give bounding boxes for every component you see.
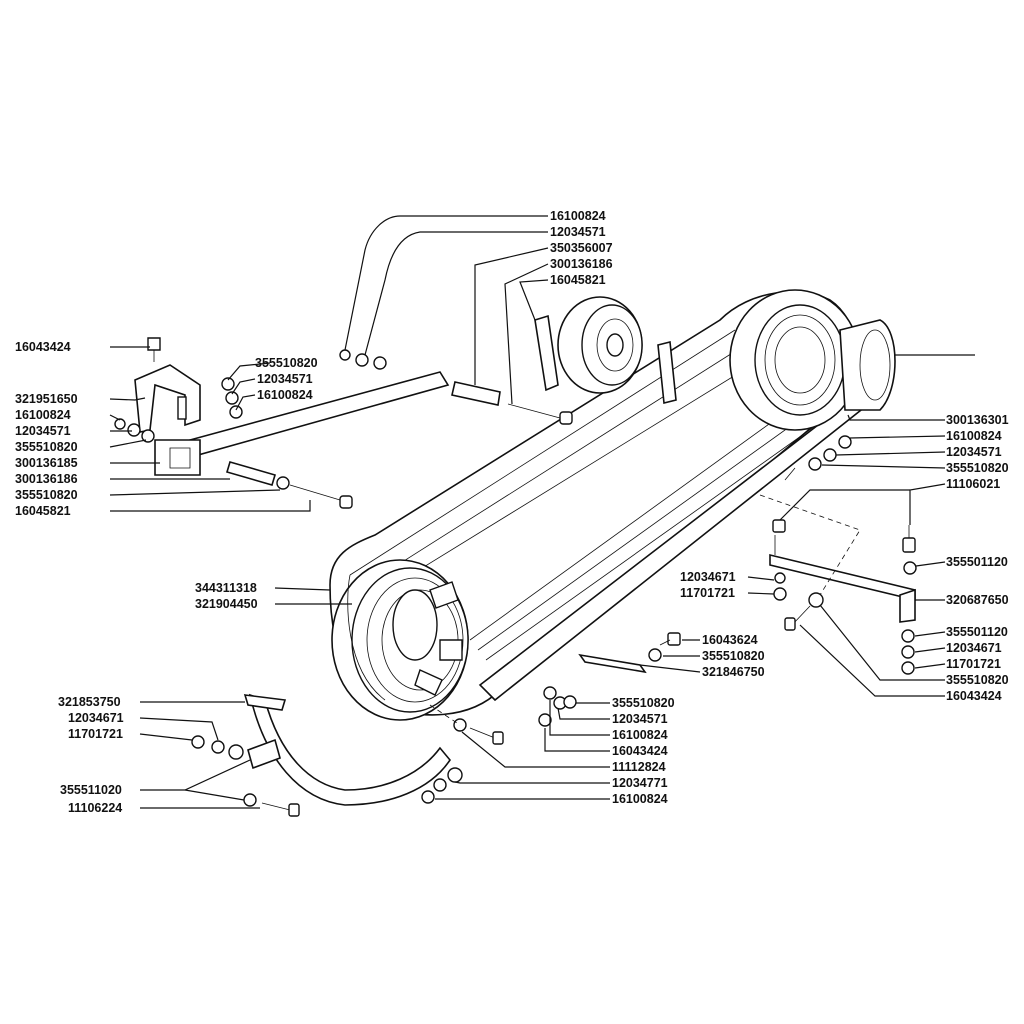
label-belt-0: 344311318 [195, 581, 257, 595]
label-bl-2: 11701721 [68, 727, 123, 741]
top-idler-assembly [114, 296, 677, 509]
label-bl-0: 321853750 [58, 695, 121, 709]
labels-belt: 344311318 321904450 [195, 581, 258, 611]
flat-link-right [657, 341, 677, 404]
label-bc-2: 321846750 [702, 665, 765, 679]
sleeve-300136186-left [226, 461, 276, 486]
bracket-321846750 [578, 653, 647, 674]
label-left-11: 16045821 [15, 504, 71, 518]
sleeve-300136186-top [451, 381, 501, 406]
label-right-8: 320687650 [946, 593, 1009, 607]
label-bc-1: 355510820 [702, 649, 765, 663]
label-top-3: 300136186 [550, 257, 613, 271]
label-left-7: 355510820 [15, 440, 78, 454]
curved-guard-321853750 [248, 693, 451, 806]
label-bc-5: 16100824 [612, 728, 668, 742]
label-bc-8: 12034771 [612, 776, 668, 790]
flat-link-left [534, 314, 559, 392]
label-bc-9: 16100824 [612, 792, 668, 806]
label-right-12: 355510820 [946, 673, 1009, 687]
label-bc-0: 16043624 [702, 633, 758, 647]
label-left-8: 300136185 [15, 456, 78, 470]
label-bc-7: 11112824 [612, 760, 666, 774]
label-left-3: 16100824 [257, 388, 313, 402]
label-right-5: 355501120 [946, 555, 1008, 569]
label-right-2: 12034571 [946, 445, 1002, 459]
label-bc-4: 12034571 [612, 712, 668, 726]
label-left-9: 300136186 [15, 472, 78, 486]
label-bl-3: 355511020 [60, 783, 122, 797]
label-bc-3: 355510820 [612, 696, 675, 710]
label-top-4: 16045821 [550, 273, 606, 287]
label-top-0: 16100824 [550, 209, 606, 223]
labels-top: 16100824 12034571 350356007 300136186 16… [550, 209, 613, 287]
label-right-1: 16100824 [946, 429, 1002, 443]
label-left-10: 355510820 [15, 488, 78, 502]
label-left-2: 12034571 [257, 372, 313, 386]
labels-right: 300136301 16100824 12034571 355510820 11… [680, 413, 1009, 703]
label-bl-1: 12034671 [68, 711, 124, 725]
label-top-1: 12034571 [550, 225, 606, 239]
label-left-1: 355510820 [255, 356, 318, 370]
label-right-7: 11701721 [680, 586, 735, 600]
label-belt-1: 321904450 [195, 597, 258, 611]
label-top-2: 350356007 [550, 241, 613, 255]
label-left-4: 321951650 [15, 392, 78, 406]
bolt-16043424-top [147, 337, 161, 351]
label-right-3: 355510820 [946, 461, 1009, 475]
belt-assembly [329, 289, 896, 721]
label-bl-4: 11106224 [68, 801, 122, 815]
labels-bottom-center: 16043624 355510820 321846750 355510820 1… [612, 633, 765, 806]
label-right-10: 12034671 [946, 641, 1002, 655]
label-right-13: 16043424 [946, 689, 1002, 703]
support-bar-320687650 [769, 553, 916, 602]
label-right-0: 300136301 [946, 413, 1009, 427]
label-right-4: 11106021 [946, 477, 1000, 491]
label-right-6: 12034671 [680, 570, 736, 584]
label-left-5: 16100824 [15, 408, 71, 422]
end-bracket [154, 439, 201, 476]
label-right-11: 11701721 [946, 657, 1001, 671]
label-left-0: 16043424 [15, 340, 71, 354]
label-bc-6: 16043424 [612, 744, 668, 758]
label-left-6: 12034571 [15, 424, 71, 438]
labels-left: 16043424 355510820 12034571 16100824 321… [15, 340, 318, 518]
front-pulley-hub [392, 589, 438, 661]
guard-plate [247, 738, 281, 770]
right-bracket-assembly [769, 435, 917, 675]
leader-lines [109, 215, 975, 809]
bottom-guard-assembly [191, 693, 463, 817]
labels-bottom-left: 321853750 12034671 11701721 355511020 11… [58, 695, 124, 815]
label-right-9: 355501120 [946, 625, 1008, 639]
